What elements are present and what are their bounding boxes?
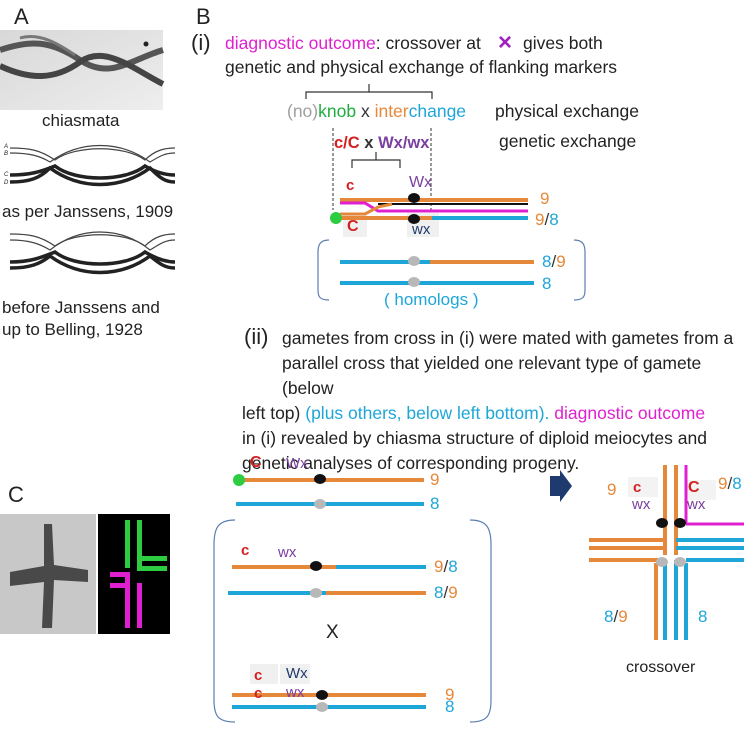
chromatid-strand [19,35,76,57]
strand-letter-c: C [4,172,9,178]
box-row1-allele-c: c [241,542,250,559]
centromere [408,193,420,203]
knob-interchange-label: (no)knob x interchange [287,101,467,121]
xo-num-8: 8 [698,607,708,626]
chromatid-strand [0,40,164,72]
xo-num-8-9: 8/9 [604,607,628,626]
genetic-exchange-label: genetic exchange [499,131,637,151]
top-gamete-num-9: 9 [430,470,440,489]
speck [143,41,149,47]
xo-allele-c-upper: C [688,479,700,496]
homologs-label: ( homologs ) [384,290,479,309]
panel-c-label: C [8,482,24,507]
part-ii-paragraph: gametes from cross in (i) were mated wit… [242,328,734,473]
cross-x-label: X [326,622,339,643]
schematic-photo [98,514,170,634]
top-gamete-allele-wx: Wx [286,455,308,472]
physical-exchange-label: physical exchange [495,101,639,121]
box-row1-allele-wx: wx [278,544,297,561]
xo-allele-wx-left: wx [632,496,651,513]
allele-wx-lower: wx [412,221,431,238]
homolog-num-8: 8 [542,274,552,293]
allele-c-lower: c [346,177,355,194]
homolog-num-8-9: 8/9 [542,252,566,271]
box-row2-allele-c-2: c [254,685,263,702]
top-gamete-allele-c: C [250,454,262,471]
panel-a-label: A [14,4,29,29]
panel-b-label: B [196,4,211,29]
top-gamete-num-8: 8 [430,494,440,513]
strand-letter-b: B [4,151,9,157]
knob-icon [330,212,342,224]
cytology-photo [0,514,96,634]
part-i-line2: genetic and physical exchange of flankin… [225,57,618,77]
box-row2-num-9: 9 [445,685,455,704]
box-row2-num-8: 8 [445,697,455,716]
part-i-line1-end: gives both [523,33,603,53]
marker-cross-label: c/C x Wx/wx [334,134,430,152]
box-row2-allele-wx-lower: wx [286,684,305,701]
part-ii-marker: (ii) [244,324,269,349]
xo-allele-c: c [633,479,642,496]
caption-before-janssens: before Janssens and [2,298,160,317]
caption-chiasmata: chiasmata [42,111,120,130]
belling-diagram [9,231,176,275]
box-row2-allele-c: c [254,667,263,684]
strand-letter-a: A [4,144,9,150]
caption-janssens: as per Janssens, 1909 [2,202,174,221]
box-row1-num-9-8: 9/8 [434,557,458,576]
crossover-label: crossover [626,659,696,676]
chromosome-num-9-8: 9/8 [535,210,559,229]
allele-c-upper: C [347,218,359,235]
xo-num-9-8: 9/8 [718,474,742,493]
xo-allele-wx-right: wx [687,496,706,513]
janssens-diagram [9,145,176,187]
xo-num-9-left: 9 [607,480,617,499]
chromatid-strand [0,52,165,87]
chromatid-magenta [340,201,528,213]
diagnostic-outcome-label: diagnostic outcome [225,33,376,53]
chiasmata-photo [0,30,163,110]
part-i-line1: diagnostic outcome: crossover at [225,33,481,53]
part-i-marker: (i) [191,30,211,55]
chromosome-num-9: 9 [540,189,550,208]
crossover-mark-icon: × [498,29,513,56]
strand-letter-d: D [4,180,9,186]
allele-wx-upper: Wx [409,174,433,191]
caption-belling: up to Belling, 1928 [2,320,143,339]
box-row1-num-8-9: 8/9 [434,583,458,602]
box-row2-allele-wx-upper: Wx [286,665,308,682]
